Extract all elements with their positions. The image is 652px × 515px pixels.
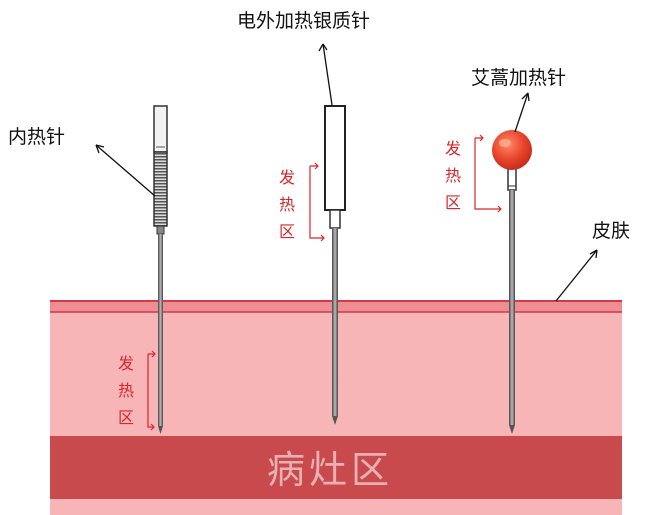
heating-zone-arrow-bottom [497, 205, 502, 213]
callout-arrowhead [521, 92, 530, 102]
bottom-margin [50, 499, 622, 515]
callout-arrowhead [589, 249, 598, 259]
heating-zone-bracket [309, 166, 324, 239]
callout-line [514, 92, 529, 133]
callout-moxa: 艾蒿加热针 [471, 67, 566, 133]
callout-arrowhead [95, 144, 105, 154]
needle-cap [153, 105, 168, 153]
needle-coil-handle [153, 151, 168, 227]
heating-zone-arrow-bottom [150, 423, 155, 431]
heating-zone-char-2: 热 [279, 195, 295, 214]
needle-tip [332, 416, 338, 425]
callout-line [555, 249, 598, 302]
skin-label: 皮肤 [592, 220, 630, 242]
electric-silver-needle [324, 105, 346, 425]
moxa-needle-label: 艾蒿加热针 [471, 67, 566, 89]
needle-shaft [509, 190, 515, 425]
heating-zone-char-2: 热 [118, 381, 134, 400]
needle-handle [507, 167, 517, 191]
callout-line [95, 144, 156, 197]
heating-zone-arrow-top [148, 350, 156, 358]
internal-heat-needle [153, 105, 168, 434]
callout-internal: 内热针 [8, 126, 156, 197]
needle-tip [158, 426, 163, 434]
heating-zone-marker-electric: 发 热 区 [279, 162, 325, 242]
internal-needle-label: 内热针 [8, 126, 65, 148]
heating-zone-char-1: 发 [279, 168, 295, 187]
moxa-ball [492, 130, 532, 170]
heating-zone-char-3: 区 [279, 222, 295, 241]
callout-electric: 电外加热银质针 [237, 10, 370, 106]
heating-zone-arrow-bottom [320, 234, 325, 242]
callout-arrowhead [318, 43, 328, 52]
needle-shaft [158, 234, 163, 426]
callout-skin: 皮肤 [555, 220, 630, 302]
needle-tip [509, 425, 515, 434]
heater-sleeve [324, 105, 346, 211]
heating-zone-char-3: 区 [118, 408, 134, 427]
needle-shaft [332, 228, 338, 416]
heating-zone-char-3: 区 [445, 193, 461, 212]
heating-zone-marker-moxa: 发 热 区 [445, 134, 502, 213]
lesion-band [50, 436, 622, 499]
electric-needle-label: 电外加热银质针 [237, 10, 370, 32]
needle-neck [156, 225, 165, 235]
lesion-zone-label: 病灶区 [267, 448, 393, 492]
moxa-heated-needle [492, 130, 532, 434]
heating-zone-arrow-top [475, 134, 484, 142]
heating-zone-char-1: 发 [118, 354, 134, 373]
moxa-highlight [499, 139, 511, 147]
heating-zone-bracket [147, 354, 154, 428]
heating-zone-bracket [474, 138, 501, 210]
heating-zone-char-1: 发 [445, 139, 461, 158]
needle-neck [329, 209, 341, 229]
heating-zone-marker-internal: 发 热 区 [118, 350, 156, 431]
heating-zone-arrow-top [310, 162, 319, 170]
callout-line [322, 43, 333, 106]
heating-zone-char-2: 热 [445, 166, 461, 185]
